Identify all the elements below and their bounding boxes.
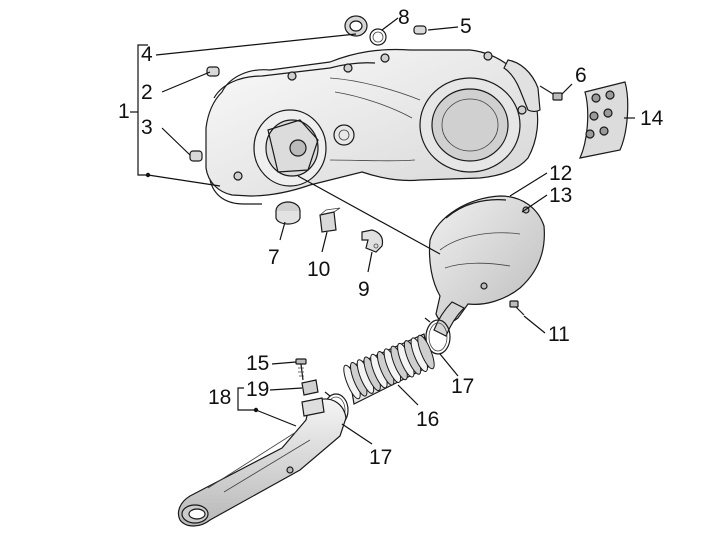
part-6-screw — [539, 85, 563, 101]
part-7-plug — [275, 201, 301, 225]
callout-6: 6 — [575, 64, 587, 87]
leader-lines — [130, 17, 635, 445]
callout-11: 11 — [548, 323, 570, 346]
callout-5: 5 — [460, 15, 472, 38]
callout-4: 4 — [141, 43, 153, 66]
callout-8: 8 — [398, 6, 410, 29]
callout-17-upper: 17 — [451, 375, 474, 398]
part-16-bellows-hose — [343, 333, 435, 405]
callout-14: 14 — [640, 107, 664, 130]
part-14-cable-grommet — [578, 81, 629, 159]
callout-18: 18 — [208, 386, 231, 409]
callout-10: 10 — [307, 258, 330, 281]
callout-3: 3 — [141, 116, 153, 139]
callout-9: 9 — [358, 278, 370, 301]
part-5-dowel — [413, 25, 427, 35]
callout-2: 2 — [141, 81, 153, 104]
part-17-clamp-upper — [424, 317, 451, 355]
part-10-clip — [319, 207, 341, 233]
callout-12: 12 — [549, 162, 572, 185]
part-18-intake-duct — [177, 397, 347, 527]
callout-labels: 1 2 3 4 5 6 7 8 9 10 11 12 13 14 15 16 1… — [118, 6, 664, 469]
callout-7: 7 — [268, 246, 280, 269]
part-2-dowel — [206, 66, 220, 77]
callout-15: 15 — [246, 352, 269, 375]
callout-1: 1 — [118, 100, 130, 123]
bellows-rib — [417, 334, 435, 370]
part-15-screw — [295, 358, 307, 381]
callout-16: 16 — [416, 408, 439, 431]
part-9-bracket — [361, 229, 384, 253]
part-19-nut-clip — [301, 379, 319, 396]
callout-17-lower: 17 — [369, 446, 392, 469]
part-8-oil-seal — [344, 15, 387, 46]
part-11-screw — [509, 300, 525, 316]
part-12-13-air-intake-hood — [428, 195, 545, 337]
callout-19: 19 — [246, 378, 269, 401]
transmission-cover — [205, 48, 541, 205]
part-3-dowel — [189, 150, 203, 162]
callout-13: 13 — [549, 184, 572, 207]
